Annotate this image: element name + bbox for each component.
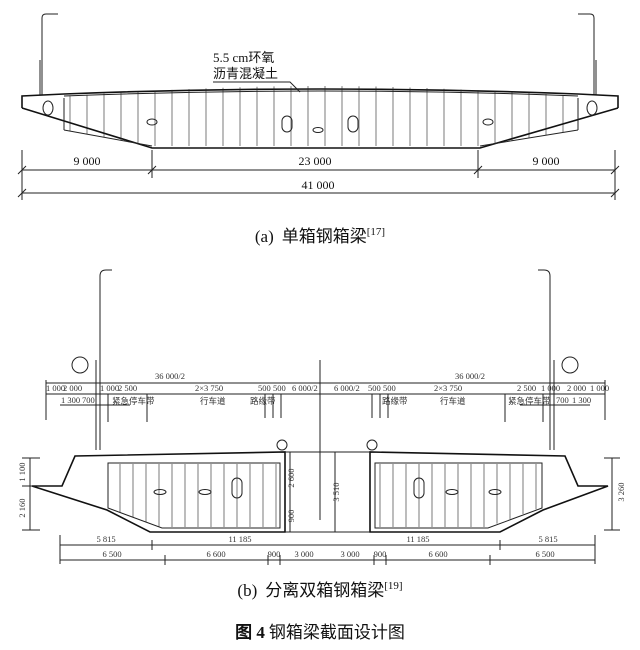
bottom-dim: 5 815 xyxy=(538,534,557,544)
svg-text:500: 500 xyxy=(273,383,286,393)
svg-text:700: 700 xyxy=(82,395,95,405)
height-left-upper: 1 100 xyxy=(17,462,27,481)
dim-right: 9 000 xyxy=(533,154,560,168)
svg-text:1 300: 1 300 xyxy=(572,395,591,405)
svg-text:2 500: 2 500 xyxy=(118,383,137,393)
height-box-lower: 900 xyxy=(286,510,296,523)
bottom-dim: 6 600 xyxy=(428,549,447,559)
height-box: 2 600 xyxy=(286,468,296,487)
svg-text:2 000: 2 000 xyxy=(63,383,82,393)
bottom-dim: 3 000 xyxy=(294,549,313,559)
svg-text:紧急停车带: 紧急停车带 xyxy=(508,396,551,406)
left-box-girder xyxy=(31,439,288,533)
height-right: 3 260 xyxy=(616,482,626,501)
svg-text:700: 700 xyxy=(556,395,569,405)
caption-a: (a)单箱钢箱梁[17] xyxy=(255,226,385,246)
svg-text:行车道: 行车道 xyxy=(440,396,466,406)
bottom-dim: 11 185 xyxy=(228,534,251,544)
top-dimension-lines xyxy=(45,360,606,520)
svg-text:2×3 750: 2×3 750 xyxy=(434,383,462,393)
top-dims-left: 1 000 2 000 1 000 2 500 2×3 750 500 500 … xyxy=(46,383,318,406)
bottom-dim: 6 500 xyxy=(102,549,121,559)
twin-box-girder-drawing: 36 000/2 36 000/2 1 000 2 000 1 000 2 50… xyxy=(17,269,626,565)
bottom-dim: 900 xyxy=(268,549,281,559)
svg-text:6 000/2: 6 000/2 xyxy=(334,383,360,393)
svg-text:路缘带: 路缘带 xyxy=(250,396,276,406)
svg-text:1 000: 1 000 xyxy=(100,383,119,393)
lamp-post-right xyxy=(578,13,597,95)
lamp-post-left xyxy=(39,13,58,95)
svg-text:1 300: 1 300 xyxy=(61,395,80,405)
lamp-post-right xyxy=(538,269,579,450)
svg-text:1 000: 1 000 xyxy=(46,383,65,393)
svg-text:2×3 750: 2×3 750 xyxy=(195,383,223,393)
svg-text:500: 500 xyxy=(258,383,271,393)
svg-text:6 000/2: 6 000/2 xyxy=(292,383,318,393)
dim-left: 9 000 xyxy=(74,154,101,168)
bottom-dim: 5 815 xyxy=(96,534,115,544)
single-box-girder-drawing: 5.5 cm环氧 沥青混凝土 9 000 23 000 9 000 41 000 xyxy=(17,13,620,200)
svg-text:2 000: 2 000 xyxy=(567,383,586,393)
svg-text:紧急停车带: 紧急停车带 xyxy=(112,396,155,406)
bottom-dim: 3 000 xyxy=(340,549,359,559)
manholes xyxy=(42,100,598,133)
svg-text:500: 500 xyxy=(368,383,381,393)
pavement-annotation-line1: 5.5 cm环氧 xyxy=(213,50,274,65)
svg-text:1 000: 1 000 xyxy=(541,383,560,393)
top-dims-right: 6 000/2 500 500 2×3 750 2 500 1 000 2 00… xyxy=(334,383,609,406)
bottom-dim: 900 xyxy=(374,549,387,559)
height-center: 3 510 xyxy=(331,482,341,501)
svg-text:2 500: 2 500 xyxy=(517,383,536,393)
svg-text:1 000: 1 000 xyxy=(590,383,609,393)
svg-text:行车道: 行车道 xyxy=(200,396,226,406)
dim-total: 41 000 xyxy=(302,178,335,192)
dim-middle: 23 000 xyxy=(299,154,332,168)
svg-text:500: 500 xyxy=(383,383,396,393)
dimension-lines xyxy=(17,150,620,200)
pavement-annotation-line2: 沥青混凝土 xyxy=(213,66,278,81)
caption-b: (b)分离双箱钢箱梁[19] xyxy=(237,580,402,600)
svg-text:路缘带: 路缘带 xyxy=(382,396,408,406)
lamp-post-left xyxy=(71,269,112,450)
bottom-dim: 6 500 xyxy=(535,549,554,559)
bottom-dimension-lines xyxy=(59,535,596,565)
half-width-right: 36 000/2 xyxy=(455,371,485,381)
right-box-girder xyxy=(366,439,609,533)
bottom-dim: 6 600 xyxy=(206,549,225,559)
bottom-dim: 11 185 xyxy=(406,534,429,544)
half-width-left: 36 000/2 xyxy=(155,371,185,381)
height-left-lower: 2 160 xyxy=(17,498,27,517)
